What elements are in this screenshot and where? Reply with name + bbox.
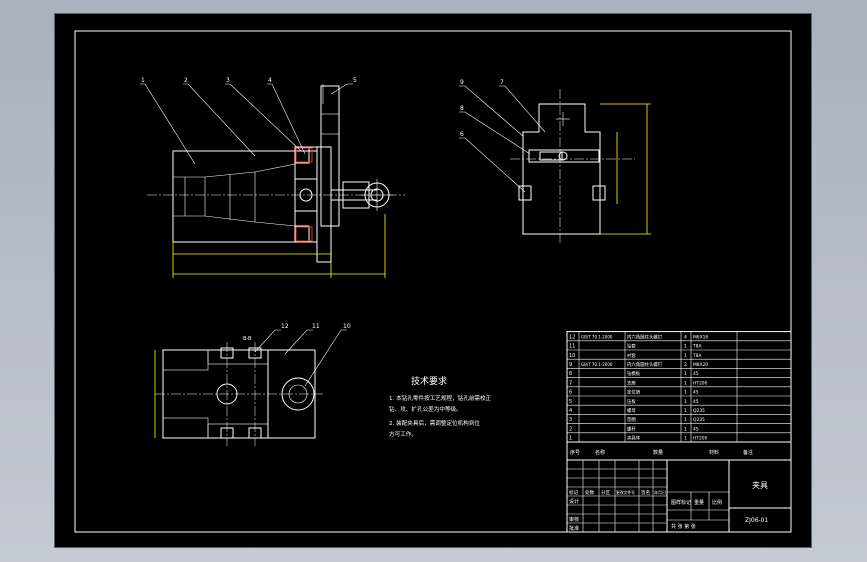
bom-cell-name: 螺母: [627, 407, 636, 414]
rev-header: 签名: [641, 489, 650, 496]
bom-header: 序号 名称 数量 材料 备注: [566, 441, 792, 461]
bom-cell-qty: 1: [684, 408, 687, 414]
bom-header-seq: 序号: [570, 449, 580, 456]
bom-cell-qty: 1: [684, 371, 687, 377]
bom-cell-name: 内六角圆柱头螺钉: [627, 361, 663, 368]
leader-number: 10: [343, 323, 351, 330]
tech-requirements-title: 技术要求: [411, 375, 447, 387]
bom-cell-qty: 1: [684, 344, 687, 350]
approver-label: 批准: [569, 525, 579, 532]
bom-cell-mat: 45: [693, 399, 699, 405]
leader-number: 4: [268, 77, 272, 84]
bom-cell-qty: 1: [684, 353, 687, 359]
bom-cell-mat: Q235: [693, 417, 705, 423]
bom-cell-qty: 4: [684, 334, 687, 340]
leader-number: 11: [312, 323, 320, 330]
bom-cell-qty: 1: [684, 426, 687, 432]
bom-cell-mat: 45: [693, 371, 699, 377]
bom-cell-no: 11: [569, 344, 575, 350]
bom-cell-mat: HT200: [693, 380, 708, 386]
leader-number: 9: [460, 79, 464, 86]
bom-cell-mat: HT200: [693, 436, 708, 442]
section-label: B-B: [243, 336, 252, 342]
bom-header-name: 名称: [595, 449, 605, 456]
bom-cell-qty: 1: [684, 436, 687, 442]
bom-cell-no: 1: [569, 436, 572, 442]
bom-cell-mat: T8A: [692, 344, 701, 350]
bom-cell-qty: 2: [684, 362, 687, 368]
bom-cell-mat: Q235: [693, 408, 705, 414]
tech-requirement-line: 1. 本钻孔零件按工艺规程，钻孔前需校正: [389, 394, 492, 402]
designer-label: 设计: [569, 498, 579, 505]
drawing-number: ZJ06-01: [745, 517, 768, 524]
bom-cell-no: 6: [569, 390, 572, 396]
bom-cell-no: 10: [569, 353, 575, 359]
tech-requirement-line: 2. 装配夹具后，需调整定位机构到位: [389, 419, 480, 427]
bom-cell-mat: M8X20: [693, 362, 708, 368]
bom-cell-mat: T8A: [692, 353, 701, 359]
leader-number: 1: [141, 77, 145, 84]
leader-number: 3: [226, 77, 230, 84]
bom-header-material: 材料: [709, 449, 719, 456]
bom-cell-no: 8: [569, 371, 572, 377]
part-title: 夹具: [752, 480, 768, 490]
bom-cell-qty: 1: [684, 390, 687, 396]
bom-cell-mat: M6X16: [693, 334, 708, 340]
bom-cell-code: GB/T 70.1-2000: [581, 334, 613, 339]
bom-cell-name: 内六角圆柱头螺钉: [627, 333, 663, 340]
leader-number: 8: [460, 105, 464, 112]
mark-header: 图样标记: [671, 499, 691, 506]
section-view: [154, 329, 347, 446]
scale-header: 比例: [712, 499, 722, 506]
bom-cell-name: 螺杆: [627, 425, 636, 432]
bom-cell-mat: 45: [693, 390, 699, 396]
drawing-sheet[interactable]: 1 2 3 4 5: [55, 14, 811, 547]
sheet-label: 共 张 第 张: [671, 523, 696, 530]
leader-number: 5: [353, 77, 357, 84]
tech-requirement-line: 钻、攻、扩孔公差为中等级。: [389, 405, 462, 413]
rev-header: 标记: [569, 489, 579, 496]
bom-header-qty: 数量: [653, 449, 663, 456]
bom-cell-no: 2: [569, 426, 572, 432]
bom-cell-name: 钻模板: [627, 370, 641, 377]
bom-cell-qty: 1: [684, 380, 687, 386]
drawing-canvas[interactable]: 1 2 3 4 5: [55, 14, 811, 547]
tech-requirement-line: 方可工作。: [389, 430, 417, 438]
bom-cell-name: 夹具体: [627, 435, 641, 442]
leader-number: 7: [500, 79, 504, 86]
checker-label: 审核: [569, 516, 579, 523]
drawing-border: [74, 30, 792, 533]
rev-header: 分区: [601, 489, 611, 496]
bom-cell-name: 垫圈: [627, 416, 636, 423]
bom-cell-qty: 1: [684, 399, 687, 405]
rev-header: 更改文件号: [616, 490, 635, 495]
bom-cell-no: 4: [569, 408, 572, 414]
leader-number: 2: [184, 77, 188, 84]
title-block: [566, 459, 792, 533]
bom-header-note: 备注: [743, 449, 753, 456]
bom-cell-name: 定位销: [627, 389, 641, 396]
bom-cell-name: 支座: [627, 379, 636, 386]
bom-cell-name: 衬套: [627, 352, 636, 359]
rev-header: 处数: [585, 489, 595, 496]
rev-header: 年月日: [654, 489, 666, 495]
bom-cell-no: 9: [569, 362, 572, 368]
side-view: [459, 85, 651, 244]
leader-number: 12: [281, 323, 289, 330]
weight-header: 重量: [694, 499, 704, 506]
bom-cell-no: 7: [569, 380, 572, 386]
bom-cell-name: 压板: [627, 398, 636, 405]
bom-cell-no: 3: [569, 417, 572, 423]
bom-cell-name: 钻套: [627, 343, 636, 350]
bom-cell-qty: 1: [684, 417, 687, 423]
bom-cell-no: 12: [569, 334, 575, 340]
bom-cell-code: GB/T 70.1-2000: [581, 362, 613, 367]
bom-cell-no: 5: [569, 399, 572, 405]
bom-cell-mat: 45: [693, 426, 699, 432]
main-view: [140, 83, 405, 278]
leader-number: 6: [460, 131, 464, 138]
